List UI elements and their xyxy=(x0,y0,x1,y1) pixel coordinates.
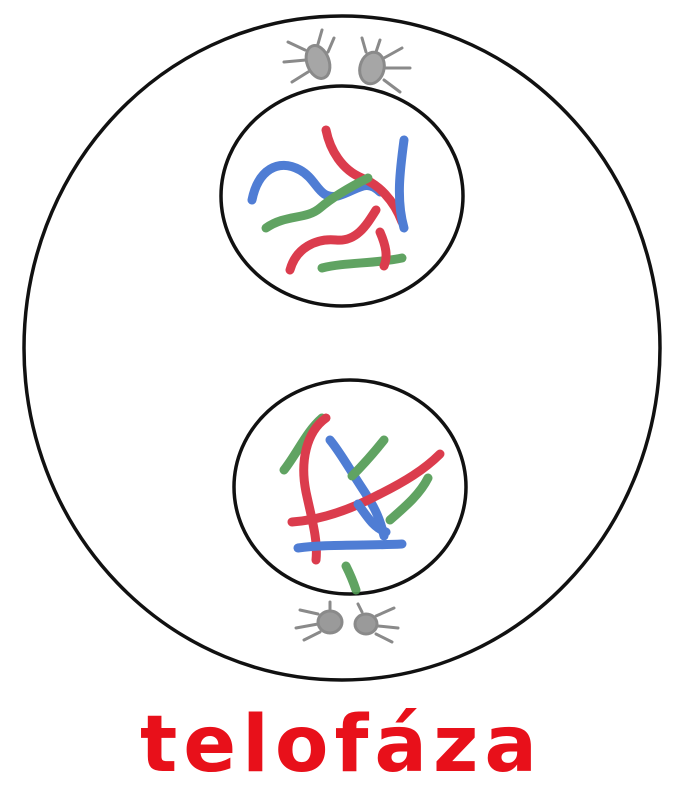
chromosome-blue xyxy=(399,140,404,228)
chromosome-blue xyxy=(298,544,402,548)
bottom-chromosomes xyxy=(284,418,440,590)
caption-telofaza: telofáza xyxy=(0,700,683,790)
chromosome-green xyxy=(346,566,356,590)
chromosome-red xyxy=(380,232,386,266)
chromosome-green xyxy=(352,440,384,476)
chromosome-red xyxy=(304,418,326,560)
top-chromosomes xyxy=(252,130,404,270)
bottom-centriole-icon xyxy=(296,602,398,642)
top-centriole-icon xyxy=(284,30,410,92)
cell-membrane xyxy=(24,16,660,680)
bottom-nucleus xyxy=(234,380,466,594)
